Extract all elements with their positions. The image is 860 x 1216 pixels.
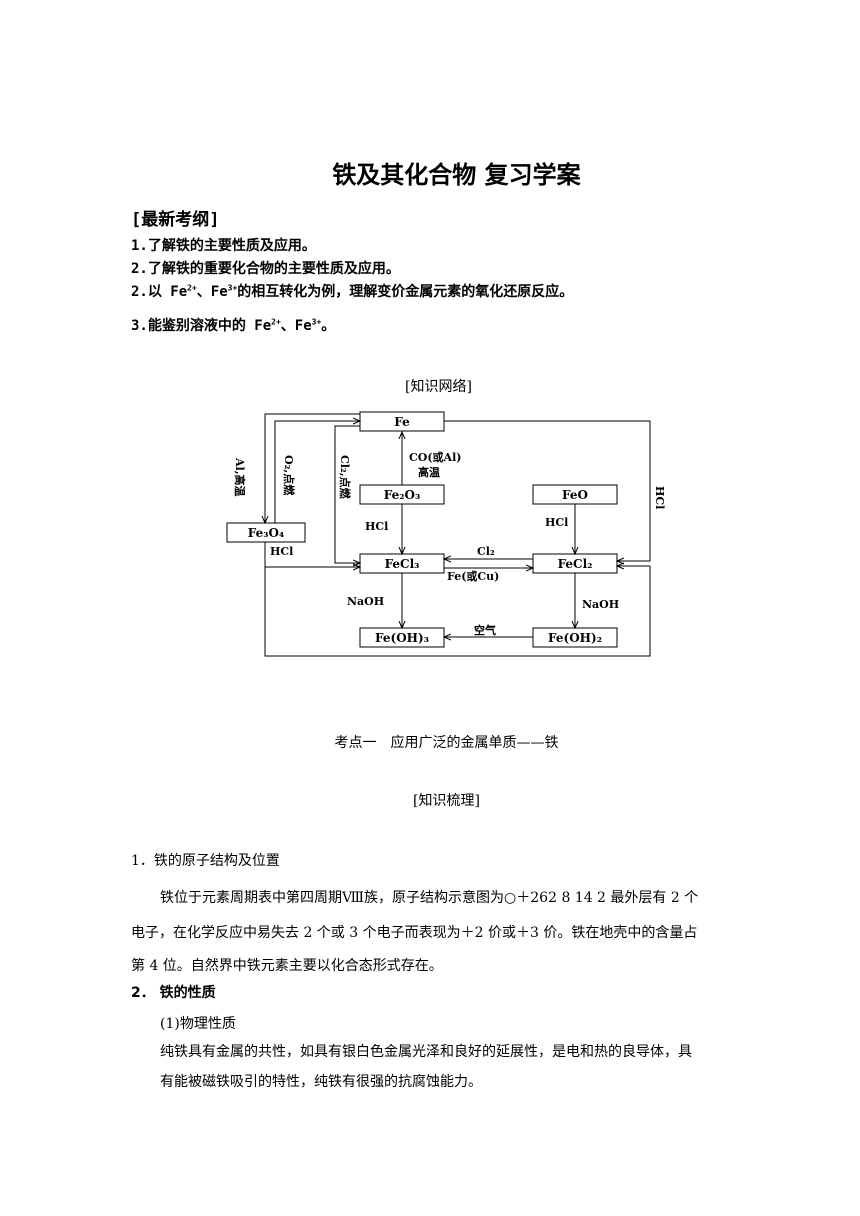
iron-network-diagram: Fe Fe₂O₃ FeO Fe₃O₄ FeCl₃ FeCl₂ Fe(OH)₃ F… bbox=[226, 411, 666, 657]
label-cl2: Cl₂ bbox=[477, 545, 495, 558]
heading-atomic-structure: 1．铁的原子结构及位置 bbox=[131, 853, 280, 869]
label-hcl-2: HCl bbox=[545, 516, 568, 529]
label-al-high: Al,高温 bbox=[233, 457, 247, 497]
node-fe3o4: Fe₃O₄ bbox=[248, 526, 284, 540]
label-cl2-ignite: Cl₂,点燃 bbox=[338, 455, 352, 500]
node-feo: FeO bbox=[562, 488, 588, 502]
arrow-fe3o4-to-fe bbox=[274, 421, 360, 523]
heading-properties: 2． 铁的性质 bbox=[131, 985, 216, 1001]
section-subtitle: [知识梳理] bbox=[413, 793, 480, 809]
arrow-fe-to-fecl3 bbox=[334, 425, 360, 563]
label-naoh-2: NaOH bbox=[582, 598, 619, 611]
page-title: 铁及其化合物 复习学案 bbox=[332, 161, 581, 189]
label-air: 空气 bbox=[474, 623, 496, 637]
label-hcl-3: HCl bbox=[270, 545, 293, 558]
label-hcl-1: HCl bbox=[365, 520, 388, 533]
node-fecl2: FeCl₂ bbox=[558, 557, 593, 571]
node-fe2o3: Fe₂O₃ bbox=[384, 488, 420, 502]
outline-item-2: 2.了解铁的重要化合物的主要性质及应用。 bbox=[131, 261, 400, 277]
para-2-line-1: 纯铁具有金属的共性，如具有银白色金属光泽和良好的延展性，是电和热的良导体，具 bbox=[160, 1044, 692, 1060]
label-naoh-1: NaOH bbox=[347, 595, 384, 608]
para-1-line-2: 电子，在化学反应中易失去 2 个或 3 个电子而表现为＋2 价或＋3 价。铁在地… bbox=[131, 925, 698, 941]
node-fe: Fe bbox=[394, 415, 410, 429]
para-1-line-3: 第 4 位。自然界中铁元素主要以化合态形式存在。 bbox=[131, 958, 443, 974]
diagram-caption: [知识网络] bbox=[405, 379, 472, 395]
para-2-line-2: 有能被磁铁吸引的特性，纯铁有很强的抗腐蚀能力。 bbox=[160, 1074, 482, 1090]
heading-physical-properties: (1)物理性质 bbox=[160, 1016, 236, 1032]
outline-item-3: 2.以 Fe2+、Fe3+的相互转化为例，理解变价金属元素的氧化还原反应。 bbox=[131, 283, 574, 300]
para-1-line-1: 铁位于元素周期表中第四周期Ⅷ族，原子结构示意图为○＋262 8 14 2 最外层… bbox=[160, 890, 699, 906]
label-hcl-right: HCl bbox=[653, 486, 666, 509]
outline-item-4: 3.能鉴别溶液中的 Fe2+、Fe3+。 bbox=[131, 317, 336, 334]
arrow-fe-to-fecl2 bbox=[444, 420, 651, 561]
label-co-al: CO(或Al) bbox=[409, 450, 461, 464]
outline-heading: [最新考纲] bbox=[131, 210, 220, 230]
node-feoh3: Fe(OH)₃ bbox=[375, 631, 429, 645]
node-feoh2: Fe(OH)₂ bbox=[548, 631, 602, 645]
arrow-fe-to-fe3o4 bbox=[265, 413, 360, 523]
outline-item-1: 1.了解铁的主要性质及应用。 bbox=[131, 238, 316, 254]
node-fecl3: FeCl₃ bbox=[385, 557, 420, 571]
section-title: 考点一 应用广泛的金属单质——铁 bbox=[334, 735, 559, 751]
arrow-fe3o4-to-fecl2 bbox=[264, 566, 651, 657]
label-high-temp: 高温 bbox=[418, 465, 440, 479]
label-fe-cu: Fe(或Cu) bbox=[447, 569, 499, 583]
label-o2-ignite: O₂,点燃 bbox=[282, 455, 296, 496]
